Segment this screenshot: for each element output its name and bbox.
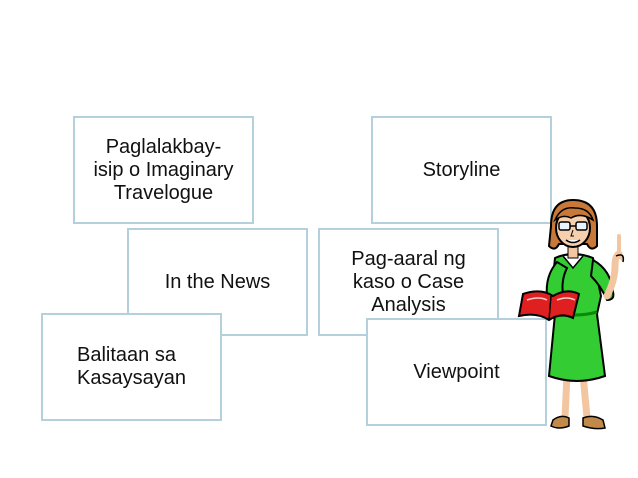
card-storyline: Storyline: [371, 116, 552, 224]
card-imaginary-travelogue: Paglalakbay- isip o Imaginary Travelogue: [73, 116, 254, 224]
card-balitaan-sa-kasaysayan: Balitaan sa Kasaysayan: [41, 313, 222, 421]
card-label: Storyline: [422, 158, 501, 181]
card-label: Paglalakbay- isip o Imaginary Travelogue: [93, 135, 234, 204]
card-label: Pag-aaral ng kaso o Case Analysis: [351, 248, 466, 316]
card-viewpoint: Viewpoint: [366, 318, 547, 426]
teacher-illustration: [517, 198, 625, 430]
card-label: Viewpoint: [413, 360, 500, 383]
card-label: In the News: [164, 270, 271, 293]
card-in-the-news: In the News: [127, 228, 308, 336]
card-label: Balitaan sa Kasaysayan: [77, 344, 186, 389]
